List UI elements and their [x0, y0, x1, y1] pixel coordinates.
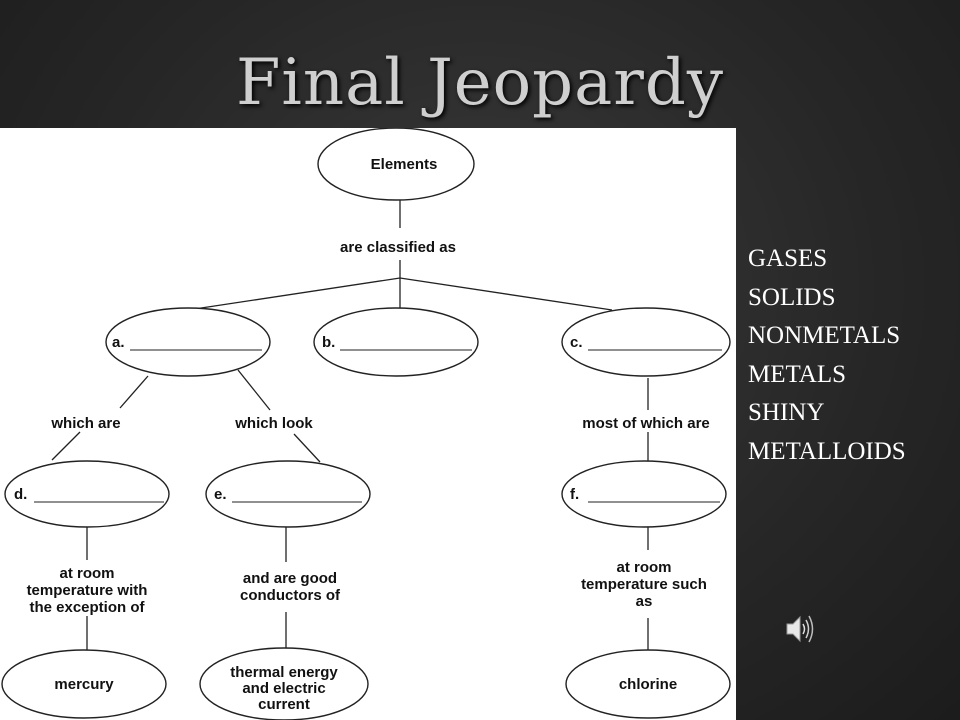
- link-label-good-conductors-1: and are good: [243, 570, 337, 587]
- concept-map-panel: Elements are classified as a. b. c. whic…: [0, 128, 736, 720]
- node-c: c.: [561, 307, 731, 377]
- node-d-label: d.: [14, 486, 27, 503]
- word-bank-item: NONMETALS: [748, 322, 901, 350]
- word-bank-item: METALLOIDS: [748, 437, 906, 465]
- link-label-which-look: which look: [234, 415, 313, 432]
- word-bank-item: SOLIDS: [748, 283, 836, 311]
- node-d: d.: [4, 460, 170, 528]
- concept-map: Elements are classified as a. b. c. whic…: [1, 128, 731, 720]
- link-label-room-temp-such-1: at room: [616, 559, 671, 576]
- word-bank-item: METALS: [748, 360, 846, 388]
- link-label-good-conductors-2: conductors of: [240, 587, 341, 604]
- node-a-label: a.: [112, 334, 125, 351]
- node-elements-label: Elements: [371, 156, 438, 173]
- word-bank-item: SHINY: [748, 399, 825, 427]
- word-bank-item: GASES: [748, 245, 828, 272]
- node-f: f.: [561, 460, 727, 528]
- speaker-icon[interactable]: [784, 612, 816, 646]
- node-thermal-label-3: current: [258, 696, 310, 713]
- node-c-label: c.: [570, 334, 583, 351]
- link-label-room-temp-exception-3: the exception of: [29, 599, 145, 616]
- link-label-room-temp-exception-2: temperature with: [27, 582, 148, 599]
- link-label-room-temp-such-3: as: [636, 593, 653, 610]
- link-label-room-temp-such-2: temperature such: [581, 576, 707, 593]
- node-mercury-label: mercury: [54, 676, 114, 693]
- node-b-label: b.: [322, 334, 335, 351]
- node-elements: Elements: [317, 128, 475, 201]
- node-thermal-label-2: and electric: [242, 680, 325, 697]
- node-b: b.: [313, 307, 479, 377]
- link-label-classified: are classified as: [340, 239, 456, 256]
- node-thermal-label-1: thermal energy: [230, 664, 338, 681]
- node-thermal-energy: thermal energy and electric current: [199, 647, 369, 720]
- link-label-which-are: which are: [50, 415, 120, 432]
- node-f-label: f.: [570, 486, 579, 503]
- link-label-room-temp-exception-1: at room: [59, 565, 114, 582]
- node-chlorine-label: chlorine: [619, 676, 677, 693]
- connector-lines: [51, 200, 649, 650]
- link-label-most-of-which: most of which are: [582, 415, 710, 432]
- node-e: e.: [205, 460, 371, 528]
- node-e-label: e.: [214, 486, 227, 503]
- node-chlorine: chlorine: [565, 649, 731, 719]
- node-mercury: mercury: [1, 649, 167, 719]
- word-bank: GASES SOLIDS NONMETALS METALS SHINY META…: [748, 240, 906, 472]
- slide-title: Final Jeopardy: [236, 46, 724, 120]
- node-a: a.: [105, 307, 271, 377]
